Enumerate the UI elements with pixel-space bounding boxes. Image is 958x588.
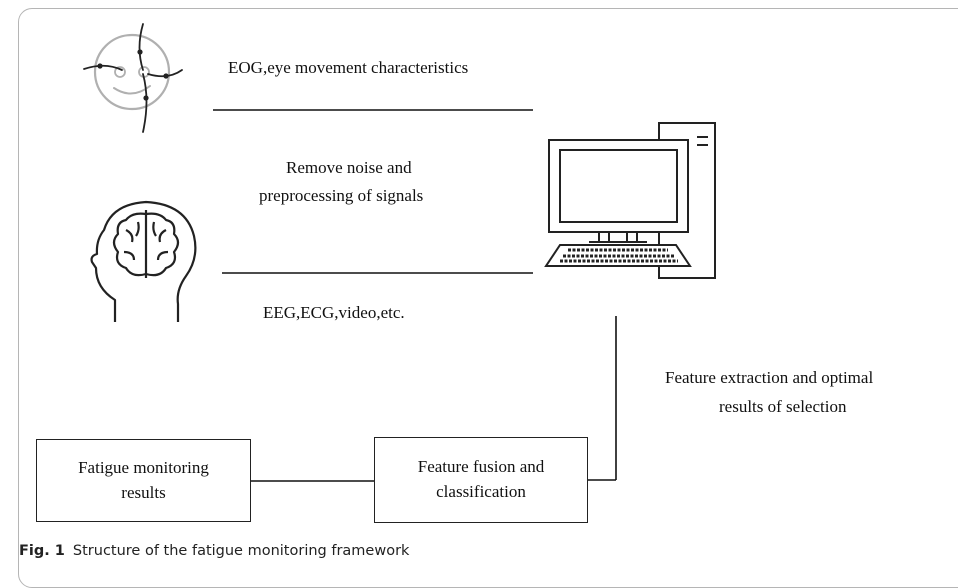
- brain-head-icon: [90, 200, 197, 322]
- figure-caption-prefix: Fig. 1: [19, 543, 65, 559]
- fatigue-results-line1: Fatigue monitoring: [78, 457, 209, 477]
- fatigue-results-line2: results: [121, 482, 166, 502]
- fatigue-results-box: Fatigue monitoring results: [36, 439, 251, 522]
- figure-caption-text: Structure of the fatigue monitoring fram…: [72, 543, 410, 559]
- feature-fusion-line2: classification: [436, 482, 526, 501]
- eog-label: EOG,eye movement characteristics: [228, 58, 469, 77]
- preprocess-label-line1: Remove noise and: [286, 158, 412, 177]
- feature-fusion-line1: Feature fusion and: [417, 457, 545, 477]
- computer-icon: [544, 122, 716, 279]
- feature-extraction-label-line1: Feature extraction and optimal: [665, 368, 874, 387]
- diagram-lines: [83, 23, 716, 482]
- figure-caption: Fig. 1 Structure of the fatigue monitorin…: [19, 543, 409, 559]
- preprocess-label-line2: preprocessing of signals: [259, 186, 424, 205]
- feature-extraction-label-line2: results of selection: [719, 397, 847, 416]
- eeg-label: EEG,ECG,video,etc.: [263, 303, 405, 322]
- feature-fusion-box: Feature fusion and classification: [374, 437, 588, 523]
- eye-tracking-face-icon: [83, 23, 183, 133]
